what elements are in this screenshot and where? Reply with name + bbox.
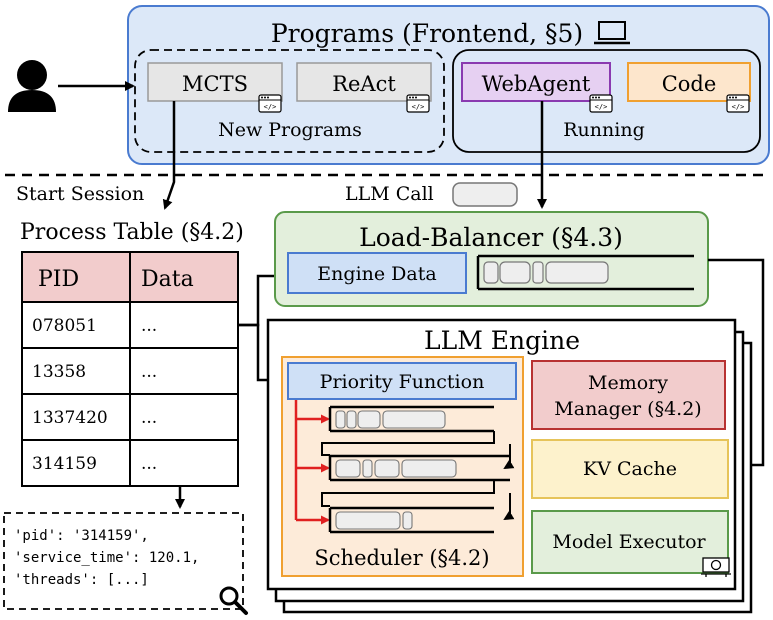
scheduler-panel: Priority Function	[281, 356, 524, 577]
user-icon	[8, 60, 56, 112]
scheduler-queue	[328, 454, 510, 482]
queue-connector	[503, 493, 515, 521]
svg-text:</>: </>	[412, 103, 425, 111]
memory-manager-label: Memory	[588, 372, 668, 394]
frontend-title: Programs (Frontend, §5)	[271, 19, 583, 48]
gpu-icon	[701, 557, 731, 577]
table-cell-data: ...	[141, 454, 157, 474]
table-cell-data: ...	[141, 362, 157, 382]
queue-connector	[321, 480, 495, 507]
scheduler-queue	[328, 506, 494, 534]
balancer-to-engine-arrow	[708, 258, 765, 470]
priority-function-box	[287, 362, 517, 400]
table-header-pid: PID	[38, 267, 79, 292]
memory-manager-box	[531, 360, 726, 430]
code-window-icon: </>	[258, 94, 282, 113]
llm-engine-title: LLM Engine	[424, 326, 580, 355]
process-table: PID Data 078051 ... 13358 ... 1337420 ..…	[21, 251, 239, 487]
record-line: 'service_time': 120.1,	[14, 550, 199, 566]
svg-text:</>: </>	[264, 103, 277, 111]
magnifier-icon	[219, 586, 248, 615]
running-caption: Running	[563, 119, 645, 141]
program-mcts-label: MCTS	[182, 72, 248, 96]
llm-call-label: LLM Call	[345, 183, 434, 205]
code-window-icon: </>	[406, 94, 430, 113]
table-cell-pid: 13358	[32, 362, 86, 382]
scheduler-queue	[328, 405, 494, 433]
table-cell-data: ...	[141, 316, 157, 336]
table-cell-data: ...	[141, 408, 157, 428]
process-table-title: Process Table (§4.2)	[20, 220, 244, 245]
svg-text:</>: </>	[595, 103, 608, 111]
table-cell-pid: 078051	[32, 316, 97, 336]
record-line: 'pid': '314159',	[14, 528, 149, 544]
new-programs-caption: New Programs	[218, 119, 362, 141]
llm-call-pill	[452, 182, 518, 207]
engine-data-box	[287, 252, 467, 294]
program-react-label: ReAct	[332, 72, 396, 96]
model-executor-box	[531, 510, 729, 574]
load-balancer-panel: Load-Balancer (§4.3) Engine Data	[274, 211, 709, 307]
queue-connector	[321, 431, 495, 456]
code-window-icon: </>	[589, 94, 613, 113]
memory-manager-label: Manager (§4.2)	[554, 398, 701, 420]
priority-function-label: Priority Function	[320, 371, 485, 393]
table-cell-pid: 314159	[32, 454, 97, 474]
new-programs-group: MCTS ReAct New Programs	[134, 49, 445, 153]
frontend-panel: Programs (Frontend, §5)	[127, 5, 770, 165]
kv-cache-box	[531, 439, 729, 499]
process-record: 'pid': '314159', 'service_time': 120.1, …	[3, 512, 244, 610]
model-executor-label: Model Executor	[552, 531, 706, 553]
svg-text:</>: </>	[732, 103, 745, 111]
scheduler-label: Scheduler (§4.2)	[314, 546, 489, 570]
queue-connector	[503, 444, 515, 470]
program-webagent-label: WebAgent	[482, 72, 591, 96]
load-balancer-title: Load-Balancer (§4.3)	[359, 223, 623, 252]
start-session-label: Start Session	[16, 183, 144, 205]
running-group: WebAgent Code Running	[452, 49, 761, 153]
program-mcts[interactable]	[147, 62, 283, 102]
record-line: 'threads': [...]	[14, 572, 149, 588]
program-webagent[interactable]	[461, 62, 611, 102]
table-cell-pid: 1337420	[32, 408, 108, 428]
program-code-label: Code	[662, 72, 717, 96]
table-header-data: Data	[141, 267, 194, 292]
kv-cache-label: KV Cache	[583, 458, 677, 480]
code-window-icon: </>	[726, 94, 750, 113]
laptop-icon	[594, 21, 630, 45]
request-queue	[476, 254, 694, 291]
engine-data-label: Engine Data	[317, 263, 436, 285]
start-session-arrow	[162, 101, 176, 210]
